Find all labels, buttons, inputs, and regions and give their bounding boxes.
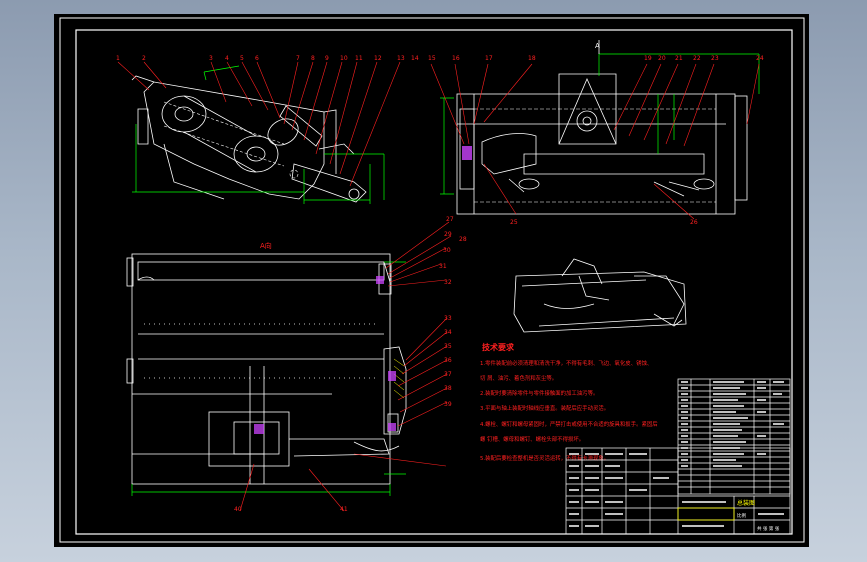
- callout-16: 16: [452, 55, 460, 62]
- inner-frame: [75, 29, 793, 535]
- plan-view-dimensions: [131, 261, 406, 496]
- side-view-leaders: [117, 61, 401, 187]
- callout-9: 9: [325, 55, 329, 62]
- side-view: [131, 75, 367, 203]
- notes-line: 切 屑、油污、着色剂和灰尘等。: [480, 374, 557, 382]
- title-block-sheet-label: 共 张 第 张: [757, 525, 780, 532]
- notes-line: 螺 钉槽、螺母和螺钉、螺栓头部不得损坏。: [480, 435, 584, 443]
- callout-7: 7: [296, 55, 300, 62]
- notes-line: 2.装配时要清除零件与零件接触面的加工油污等。: [480, 389, 598, 397]
- callout-11: 11: [355, 55, 363, 62]
- notes-line: 1.零件装配前必须清理和清洗干净，不得有毛刺、飞边、氧化皮、锈蚀、: [480, 359, 652, 367]
- title-block-text-marks: [569, 453, 784, 527]
- callout-8: 8: [311, 55, 315, 62]
- callout-29: 29: [444, 231, 452, 238]
- parts-list: [677, 378, 791, 495]
- callout-30: 30: [443, 247, 451, 254]
- side-view-hidden: [163, 101, 299, 179]
- callout-31: 31: [439, 263, 447, 270]
- callout-5: 5: [240, 55, 244, 62]
- callout-22: 22: [693, 55, 701, 62]
- callout-18: 18: [528, 55, 536, 62]
- callout-10: 10: [340, 55, 348, 62]
- callout-28: 28: [459, 236, 467, 243]
- callout-36: 36: [444, 357, 452, 364]
- callout-39: 39: [444, 401, 452, 408]
- section-view-label: A向: [260, 241, 272, 250]
- plan-view-leaders: [239, 221, 452, 512]
- callout-23: 23: [711, 55, 719, 62]
- notes-heading: 技术要求: [482, 342, 515, 352]
- callout-26: 26: [690, 219, 698, 226]
- front-view: [456, 73, 748, 215]
- front-view-dimensions: [440, 53, 760, 195]
- section-mark: A: [595, 42, 600, 50]
- parts-list-text-marks: [681, 381, 784, 467]
- front-view-leaders: [430, 63, 760, 220]
- notes-line: 4.螺栓、螺钉和螺母紧固时，严禁打击或使用不合适的旋具和扳手。紧固后: [480, 420, 658, 428]
- callout-38: 38: [444, 385, 452, 392]
- callout-37: 37: [444, 371, 452, 378]
- plan-view-components: [254, 276, 396, 434]
- front-view-hidden: [474, 108, 716, 203]
- callout-34: 34: [444, 329, 452, 336]
- assembly-drawing: A A向 技术要求 1.零件装配前必须清理和清洗干净，不得有毛刺、飞边、氧化皮、…: [59, 17, 805, 543]
- callout-15: 15: [428, 55, 436, 62]
- callout-33: 33: [444, 315, 452, 322]
- callout-4: 4: [225, 55, 229, 62]
- callout-13: 13: [397, 55, 405, 62]
- callout-17: 17: [485, 55, 493, 62]
- callout-14: 14: [411, 55, 419, 62]
- callout-3: 3: [209, 55, 213, 62]
- outer-frame: [59, 17, 805, 543]
- isometric-view: [513, 258, 687, 333]
- title-block-scale-label: 比例: [737, 512, 746, 519]
- callout-40: 40: [234, 506, 242, 513]
- callout-27: 27: [446, 216, 454, 223]
- technical-notes: 技术要求 1.零件装配前必须清理和清洗干净，不得有毛刺、飞边、氧化皮、锈蚀、 切…: [480, 342, 658, 462]
- callout-2: 2: [142, 55, 146, 62]
- callout-6: 6: [255, 55, 259, 62]
- title-block-accent: [677, 507, 735, 521]
- side-view-dimensions: [132, 65, 385, 204]
- callout-35: 35: [444, 343, 452, 350]
- callout-19: 19: [644, 55, 652, 62]
- plan-view: [126, 253, 407, 485]
- title-block: [565, 447, 791, 535]
- front-view-component: [462, 146, 472, 160]
- callout-1: 1: [116, 55, 120, 62]
- callout-20: 20: [658, 55, 666, 62]
- cad-viewport[interactable]: A A向 技术要求 1.零件装配前必须清理和清洗干净，不得有毛刺、飞边、氧化皮、…: [54, 14, 809, 547]
- notes-line: 3.平面与轴上装配时轴线应垂直。装配后应手动灵活。: [480, 404, 609, 412]
- callout-41: 41: [340, 506, 348, 513]
- notes-line: 5.装配后要检查整机是否灵活运转，不得有卡滞现象。: [480, 454, 609, 462]
- callout-12: 12: [374, 55, 382, 62]
- plan-view-dotted-rollers: [144, 323, 376, 379]
- title-block-name: 总装图: [737, 499, 755, 507]
- plan-view-hatch: [393, 358, 405, 399]
- callout-32: 32: [444, 279, 452, 286]
- callout-25: 25: [510, 219, 518, 226]
- callout-21: 21: [675, 55, 683, 62]
- callout-24: 24: [756, 55, 764, 62]
